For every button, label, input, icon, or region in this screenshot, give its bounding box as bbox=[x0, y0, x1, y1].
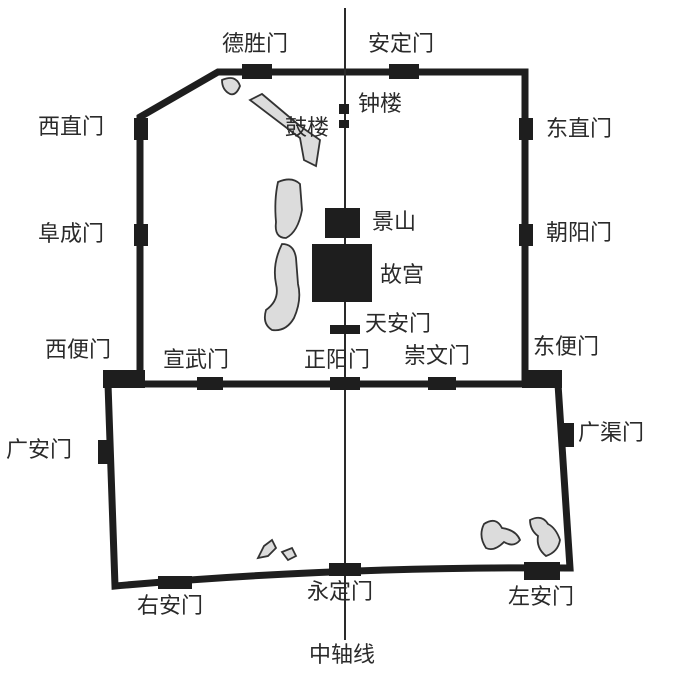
lake-north-1 bbox=[221, 77, 241, 96]
gate-marker-zhengyangmen bbox=[330, 377, 360, 390]
lake-southeast-1 bbox=[480, 519, 522, 551]
gate-marker-fuchengmen bbox=[134, 224, 148, 246]
label-jingshan: 景山 bbox=[372, 210, 417, 235]
label-gulou: 鼓楼 bbox=[285, 116, 330, 141]
label-gugong: 故宫 bbox=[380, 263, 425, 288]
lakes bbox=[221, 77, 561, 562]
gate-marker-yongdingmen bbox=[329, 563, 361, 576]
outer-city-wall bbox=[104, 380, 574, 590]
lake-north-2 bbox=[248, 92, 321, 168]
label-zhengyangmen: 正阳门 bbox=[304, 348, 371, 373]
gate-marker-xibianmen bbox=[103, 370, 145, 388]
label-tiananmen: 天安门 bbox=[365, 312, 432, 337]
gate-marker-zuoanmen bbox=[524, 562, 560, 580]
gate-marker-guangqumen bbox=[560, 423, 574, 447]
label-zuoanmen: 左安门 bbox=[508, 585, 575, 610]
gate-marker-deshengmen bbox=[242, 64, 272, 79]
label-dongbianmen: 东便门 bbox=[533, 335, 600, 360]
label-zhonglou: 钟楼 bbox=[358, 92, 403, 117]
lake-south-2 bbox=[280, 546, 298, 562]
jingshan-marker bbox=[325, 208, 360, 238]
lake-middle-1 bbox=[274, 178, 303, 239]
gate-marker-youanmen bbox=[158, 576, 192, 589]
lake-middle-2 bbox=[263, 243, 301, 332]
label-deshengmen: 德胜门 bbox=[222, 32, 289, 57]
label-chongwenmen: 崇文门 bbox=[404, 344, 471, 369]
label-dongzhimen: 东直门 bbox=[546, 117, 613, 142]
forbidden-city-marker bbox=[312, 244, 372, 302]
label-xuanwumen: 宣武门 bbox=[163, 348, 230, 373]
gate-marker-xizhimen bbox=[134, 118, 148, 140]
gate-marker-andingmen bbox=[389, 64, 419, 79]
gate-marker-dongzhimen bbox=[519, 118, 533, 140]
gate-marker-chaoyangmen bbox=[519, 224, 533, 246]
lake-south-1 bbox=[256, 538, 278, 560]
label-youanmen: 右安门 bbox=[137, 594, 204, 619]
label-guanganmen: 广安门 bbox=[6, 438, 73, 463]
gate-marker-dongbianmen bbox=[522, 370, 562, 388]
gate-marker-guanganmen bbox=[98, 440, 112, 464]
tiananmen-marker bbox=[330, 325, 360, 334]
label-chaoyangmen: 朝阳门 bbox=[546, 221, 613, 246]
gate-marker-chongwenmen bbox=[428, 377, 456, 390]
label-xibianmen: 西便门 bbox=[45, 338, 112, 363]
label-guangqumen: 广渠门 bbox=[578, 421, 645, 446]
drum-tower-marker bbox=[339, 120, 349, 128]
label-xizhimen: 西直门 bbox=[38, 115, 105, 140]
lake-southeast-2 bbox=[529, 516, 561, 558]
label-yongdingmen: 永定门 bbox=[307, 580, 374, 605]
bell-tower-marker bbox=[339, 104, 349, 114]
gate-marker-xuanwumen bbox=[197, 377, 223, 390]
central-axis-label: 中轴线 bbox=[309, 643, 376, 668]
gate-markers bbox=[98, 64, 574, 589]
label-fuchengmen: 阜成门 bbox=[38, 222, 105, 247]
label-andingmen: 安定门 bbox=[368, 32, 435, 57]
